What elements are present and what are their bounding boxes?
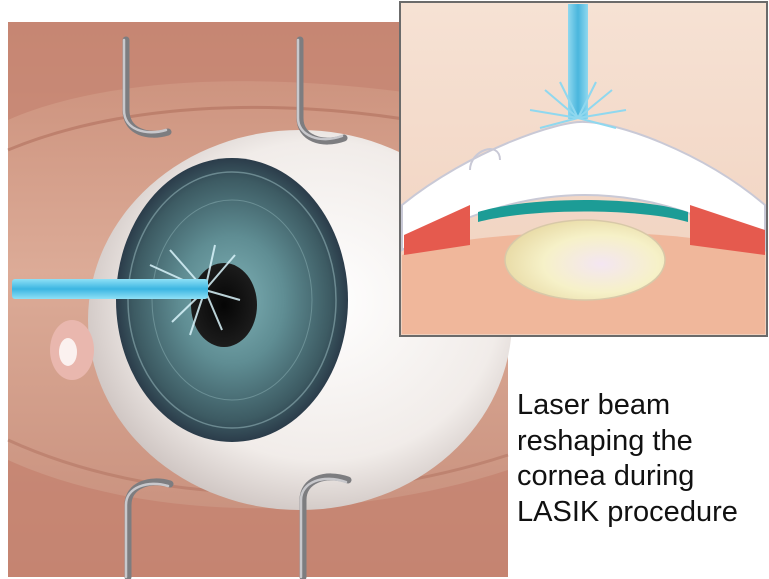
caption: Laser beam reshaping the cornea during L…	[517, 388, 765, 530]
caption-line-4: LASIK procedure	[517, 495, 765, 531]
vertical-laser-beam	[568, 4, 588, 119]
cornea-cross-section-inset	[400, 2, 767, 336]
caption-line-3: cornea during	[517, 459, 765, 495]
lens	[505, 220, 665, 300]
horizontal-laser-beam	[12, 279, 208, 299]
caption-line-1: Laser beam	[517, 388, 765, 424]
caption-line-2: reshaping the	[517, 424, 765, 460]
